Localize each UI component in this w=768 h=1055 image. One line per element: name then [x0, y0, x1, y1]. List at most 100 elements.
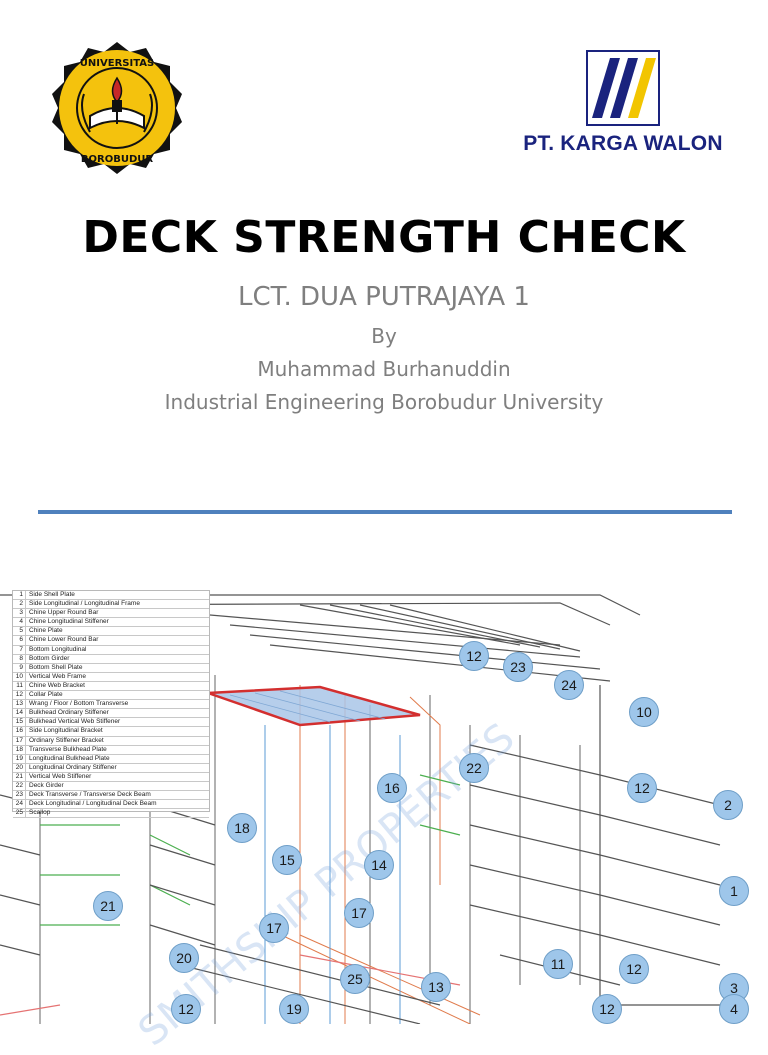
legend-number: 1: [13, 591, 26, 600]
legend-number: 16: [13, 727, 26, 736]
legend-label: Chine Plate: [29, 627, 63, 635]
legend-label: Bottom Girder: [29, 654, 70, 662]
part-callout: 2: [713, 790, 743, 820]
legend-number: 23: [13, 791, 26, 800]
legend-label: Longitudinal Bulkhead Plate: [29, 754, 110, 762]
part-callout: 12: [459, 641, 489, 671]
legend-label: Deck Girder: [29, 781, 64, 789]
legend-number: 12: [13, 691, 26, 700]
legend-number: 3: [13, 609, 26, 618]
part-callout: 17: [344, 898, 374, 928]
legend-number: 19: [13, 754, 26, 763]
legend-number: 10: [13, 672, 26, 681]
legend-label: Deck Transverse / Transverse Deck Beam: [29, 791, 151, 799]
legend-label: Wrang / Floor / Bottom Transverse: [29, 700, 129, 708]
legend-label: Longitudinal Ordinary Stiffener: [29, 763, 117, 771]
author-name: Muhammad Burhanuddin: [257, 357, 511, 381]
part-callout: 17: [259, 913, 289, 943]
legend-label: Bulkhead Vertical Web Stiffener: [29, 718, 121, 726]
part-callout: 24: [554, 670, 584, 700]
part-callout: 22: [459, 753, 489, 783]
legend-number: 25: [13, 809, 26, 818]
legend-label: Chine Longitudinal Stiffener: [29, 618, 109, 626]
slide-subtitle: LCT. DUA PUTRAJAYA 1: [238, 282, 530, 312]
legend-label: Side Shell Plate: [29, 591, 75, 598]
legend-label: Bottom Shell Plate: [29, 663, 83, 671]
part-callout: 10: [629, 697, 659, 727]
legend-label: Chine Lower Round Bar: [29, 636, 99, 644]
part-callout: 13: [421, 972, 451, 1002]
legend-number: 15: [13, 718, 26, 727]
part-callout: 25: [340, 964, 370, 994]
legend-label: Vertical Web Stiffener: [29, 772, 92, 780]
legend-number: 18: [13, 745, 26, 754]
legend-number: 4: [13, 618, 26, 627]
company-name: PT. KARGA WALON: [523, 132, 723, 155]
legend-label: Chine Web Bracket: [29, 681, 85, 689]
slide-title: DECK STRENGTH CHECK: [82, 212, 686, 263]
legend-number: 20: [13, 763, 26, 772]
part-callout: 20: [169, 943, 199, 973]
legend-number: 2: [13, 600, 26, 609]
legend-label: Collar Plate: [29, 691, 63, 699]
legend-label: Ordinary Stiffener Bracket: [29, 736, 104, 744]
legend-number: 22: [13, 781, 26, 791]
part-callout: 12: [171, 994, 201, 1024]
legend-number: 14: [13, 709, 26, 718]
legend-number: 5: [13, 627, 26, 636]
legend-number: 13: [13, 700, 26, 709]
part-callout: 19: [279, 994, 309, 1024]
legend-number: 8: [13, 654, 26, 663]
universitas-borobudur-logo: UNIVERSITAS BOROBUDUR: [52, 42, 182, 174]
legend-number: 21: [13, 772, 26, 781]
part-callout: 18: [227, 813, 257, 843]
legend-label: Deck Longitudinal / Longitudinal Deck Be…: [29, 800, 157, 808]
part-callout: 12: [592, 994, 622, 1024]
part-callout: 14: [364, 850, 394, 880]
legend-number: 24: [13, 800, 26, 809]
part-callout: 15: [272, 845, 302, 875]
by-line: By: [371, 324, 397, 348]
legend-label: Transverse Bulkhead Plate: [29, 745, 107, 753]
svg-text:BOROBUDUR: BOROBUDUR: [81, 154, 153, 165]
part-callout: 16: [377, 773, 407, 803]
author-affiliation: Industrial Engineering Borobudur Univers…: [164, 390, 604, 414]
legend-label: Bottom Longitudinal: [29, 645, 87, 653]
part-callout: 4: [719, 994, 749, 1024]
part-callout: 21: [93, 891, 123, 921]
legend-label: Scallop: [29, 809, 51, 817]
legend-label: Chine Upper Round Bar: [29, 609, 99, 617]
legend-number: 11: [13, 681, 26, 691]
part-callout: 12: [627, 773, 657, 803]
part-callout: 12: [619, 954, 649, 984]
part-callout: 11: [543, 949, 573, 979]
karga-walon-emblem-icon: [586, 50, 660, 126]
legend-label: Side Longitudinal Bracket: [29, 727, 103, 735]
legend-number: 17: [13, 736, 26, 745]
legend-label: Side Longitudinal / Longitudinal Frame: [29, 600, 140, 608]
svg-text:UNIVERSITAS: UNIVERSITAS: [80, 58, 154, 69]
legend-label: Bulkhead Ordinary Stiffener: [29, 709, 109, 717]
